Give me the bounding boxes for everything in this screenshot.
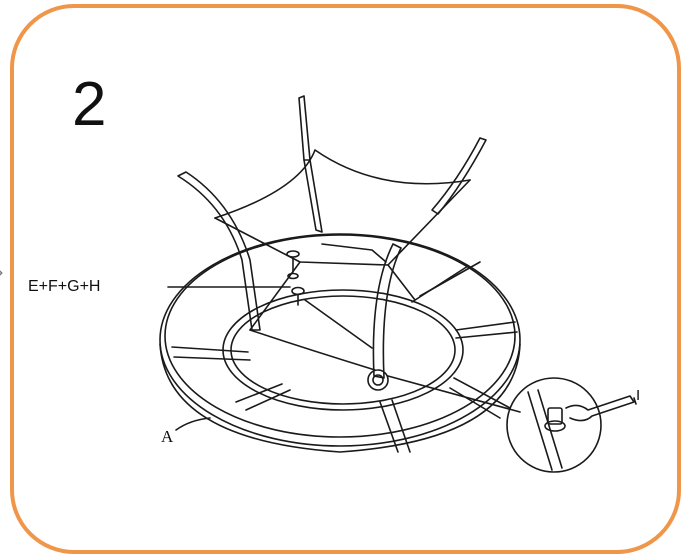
center-bolt xyxy=(367,369,389,391)
leader-a xyxy=(175,417,211,431)
seat-underside xyxy=(214,149,471,371)
fastener-set-label: E+F+G+H xyxy=(28,278,101,295)
base-spokes xyxy=(171,261,518,453)
step-number: 2 xyxy=(72,70,107,139)
detail-magnifier xyxy=(506,377,637,473)
chair-line-art xyxy=(159,95,637,473)
fastener-stack xyxy=(286,250,305,306)
step-frame xyxy=(10,4,681,554)
leader-efgh-to-seat xyxy=(304,299,373,349)
chair-legs xyxy=(177,95,487,379)
leader-to-detail xyxy=(387,375,521,413)
base-label: A xyxy=(161,427,174,446)
wrench-label: I xyxy=(636,387,641,404)
chevron-right-icon[interactable]: › xyxy=(0,262,4,282)
